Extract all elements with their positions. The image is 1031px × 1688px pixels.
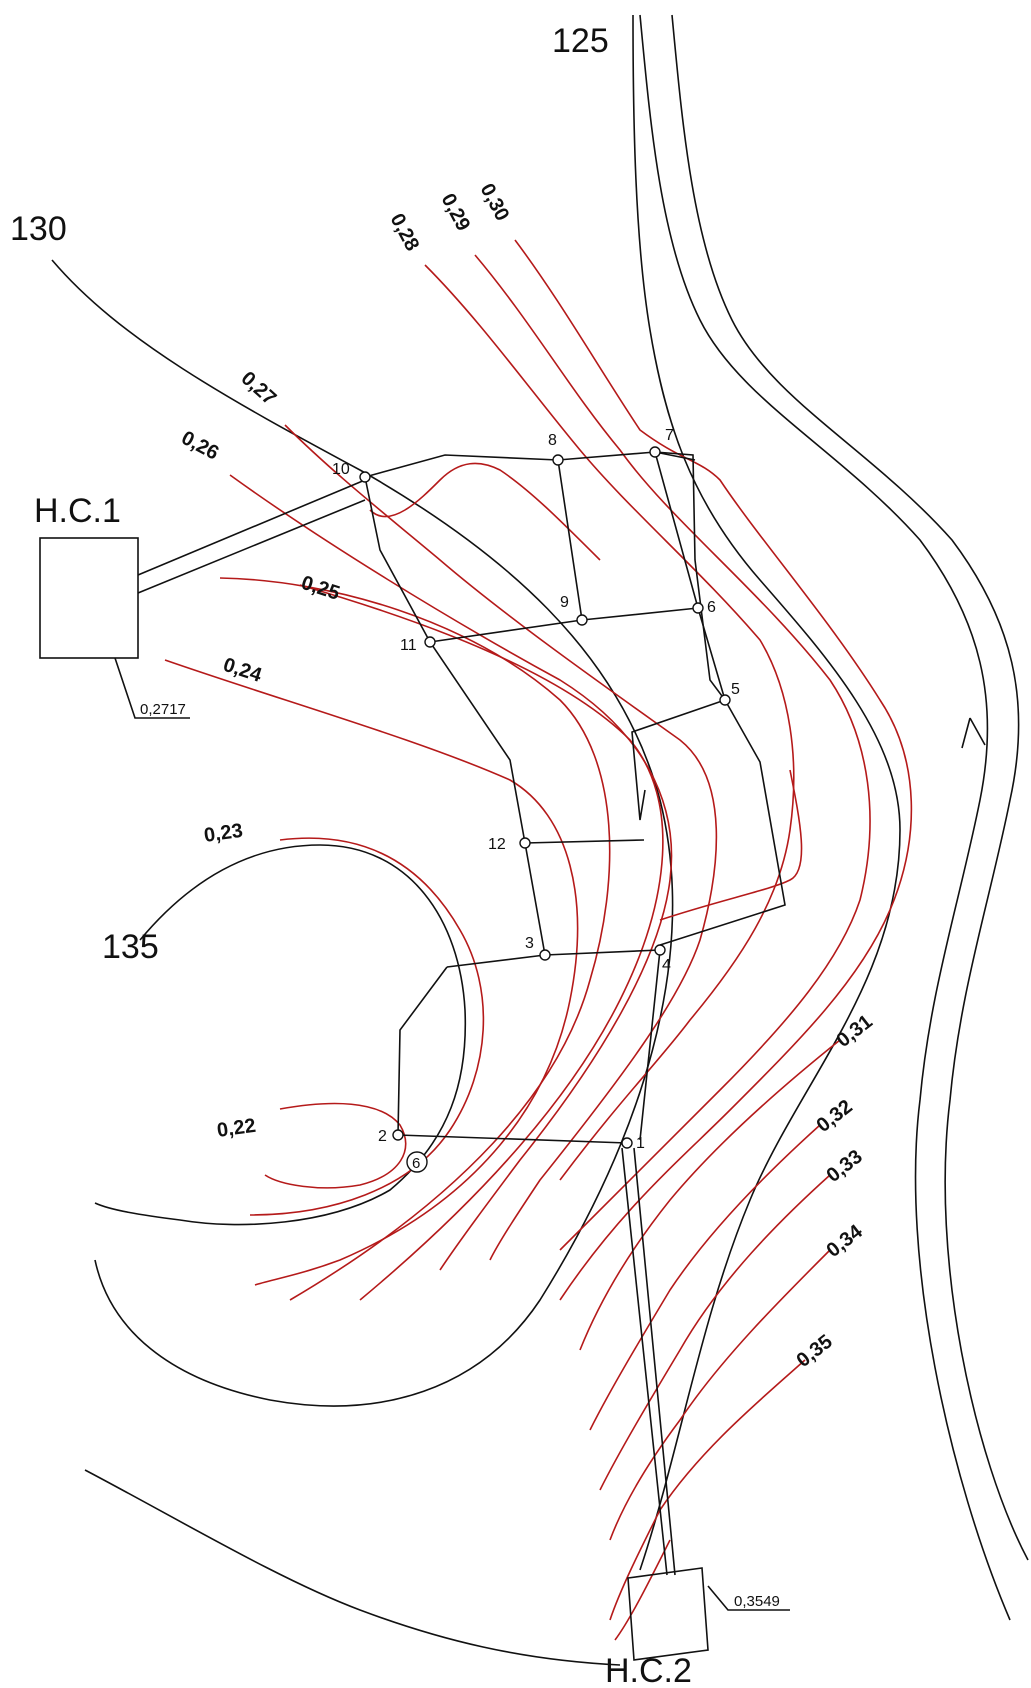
edge-5-right xyxy=(659,699,786,946)
node-2-label: 2 xyxy=(378,1128,387,1145)
edge-6-5 xyxy=(697,607,726,701)
isoline-label-025: 0,25 xyxy=(298,572,342,605)
small-node-marker[interactable] xyxy=(406,1151,428,1173)
node-3-marker[interactable] xyxy=(539,949,551,961)
isoline-027 xyxy=(284,424,718,1261)
station-hs2-value: 0,3549 xyxy=(734,1593,780,1610)
contour-lower-line xyxy=(84,1469,621,1666)
station-hs1-pipe-b xyxy=(137,499,366,594)
station-hs2-box[interactable] xyxy=(627,1567,709,1661)
node-9-marker[interactable] xyxy=(576,614,588,626)
isoline-031 xyxy=(579,1039,841,1351)
station-hs2-pipe-a xyxy=(621,1147,668,1576)
isoline-label-027: 0,27 xyxy=(237,367,281,409)
node-6-label: 6 xyxy=(707,599,716,616)
isoline-028 xyxy=(424,264,795,1181)
node-4-label: 4 xyxy=(662,957,671,974)
isoline-label-023: 0,23 xyxy=(203,820,245,847)
network-edges xyxy=(364,451,786,1144)
node-12-marker[interactable] xyxy=(519,837,531,849)
small-node-label: 6 xyxy=(412,1155,420,1172)
edge-12-stub xyxy=(524,839,645,844)
isoline-033 xyxy=(599,1174,831,1491)
isoline-label-030: 0,30 xyxy=(476,180,514,225)
contour-135-line xyxy=(94,844,467,1226)
node-11-label: 11 xyxy=(400,637,417,654)
node-5-marker[interactable] xyxy=(719,694,731,706)
isoline-022 xyxy=(264,1102,407,1189)
edge-4-1 xyxy=(639,949,661,1141)
edge-3-4 xyxy=(446,949,661,968)
contour-130-line xyxy=(51,259,674,1407)
station-hs2-pipe-b xyxy=(633,1147,676,1576)
node-1-label: 1 xyxy=(636,1135,645,1152)
edge-2-1 xyxy=(397,1134,628,1144)
isoline-label-028: 0,28 xyxy=(386,210,424,255)
node-4-marker[interactable] xyxy=(654,944,666,956)
node-10-label: 10 xyxy=(332,461,350,478)
node-2-marker[interactable] xyxy=(392,1129,404,1141)
isoline-023 xyxy=(249,837,485,1216)
isoline-label-034: 0,34 xyxy=(823,1220,868,1262)
isoline-028b xyxy=(659,769,803,921)
isoline-035 xyxy=(609,1359,806,1621)
isoline-034 xyxy=(609,1249,831,1541)
edge-7-6 xyxy=(654,451,699,609)
isoline-032 xyxy=(589,1124,821,1431)
node-10-marker[interactable] xyxy=(359,471,371,483)
river-bank-left xyxy=(639,14,1011,1621)
node-1-marker[interactable] xyxy=(621,1137,633,1149)
contour-130-label: 130 xyxy=(10,210,67,248)
river-bank-right xyxy=(671,14,1029,1561)
edge-7-5 xyxy=(654,451,726,701)
station-hs1-value: 0,2717 xyxy=(140,701,186,718)
station-hs1-label: Н.С.1 xyxy=(34,492,121,530)
isoline-030 xyxy=(514,239,913,1301)
isoline-027-loop xyxy=(369,462,601,561)
isoline-026 xyxy=(229,474,673,1271)
node-7-label: 7 xyxy=(665,427,674,444)
isoline-label-033: 0,33 xyxy=(823,1146,867,1187)
river-flow-arrow xyxy=(961,717,986,749)
node-5-label: 5 xyxy=(731,681,740,698)
edge-8-9 xyxy=(557,459,583,621)
node-6-marker[interactable] xyxy=(692,602,704,614)
edge-10-7 xyxy=(364,451,696,478)
isoline-label-032: 0,32 xyxy=(813,1096,857,1137)
isoline-029 xyxy=(474,254,871,1251)
station-hs2-leader xyxy=(707,1585,790,1611)
contour-125-line xyxy=(632,14,901,1571)
isoline-025 xyxy=(299,584,664,1301)
isoline-label-029: 0,29 xyxy=(437,190,475,235)
node-8-label: 8 xyxy=(548,432,557,449)
station-hs2-label: Н.С.2 xyxy=(605,1652,692,1688)
isolines xyxy=(164,239,913,1641)
network-nodes xyxy=(359,446,731,1173)
isoline-label-022: 0,22 xyxy=(216,1115,258,1142)
edge-5-loop xyxy=(631,699,726,821)
station-hs1-pipe-a xyxy=(137,479,366,576)
isoline-label-026: 0,26 xyxy=(178,427,223,465)
contour-135-label: 135 xyxy=(102,928,159,966)
node-9-label: 9 xyxy=(560,594,569,611)
isoline-label-024: 0,24 xyxy=(220,654,265,687)
edge-11-9-6 xyxy=(429,607,699,643)
isoline-035b xyxy=(614,1539,671,1641)
edge-10-11-12-3 xyxy=(364,476,546,956)
isoline-024b xyxy=(219,577,611,1301)
station-hs1-leader xyxy=(114,657,190,719)
node-8-marker[interactable] xyxy=(552,454,564,466)
node-12-label: 12 xyxy=(488,836,506,853)
contour-125-label: 125 xyxy=(552,22,609,60)
node-7-marker[interactable] xyxy=(649,446,661,458)
station-hs1-box[interactable] xyxy=(39,537,139,659)
isoline-label-031: 0,31 xyxy=(833,1011,877,1052)
isoline-024a xyxy=(164,659,579,1286)
node-3-label: 3 xyxy=(525,935,534,952)
edge-3-2 xyxy=(397,966,448,1136)
node-11-marker[interactable] xyxy=(424,636,436,648)
